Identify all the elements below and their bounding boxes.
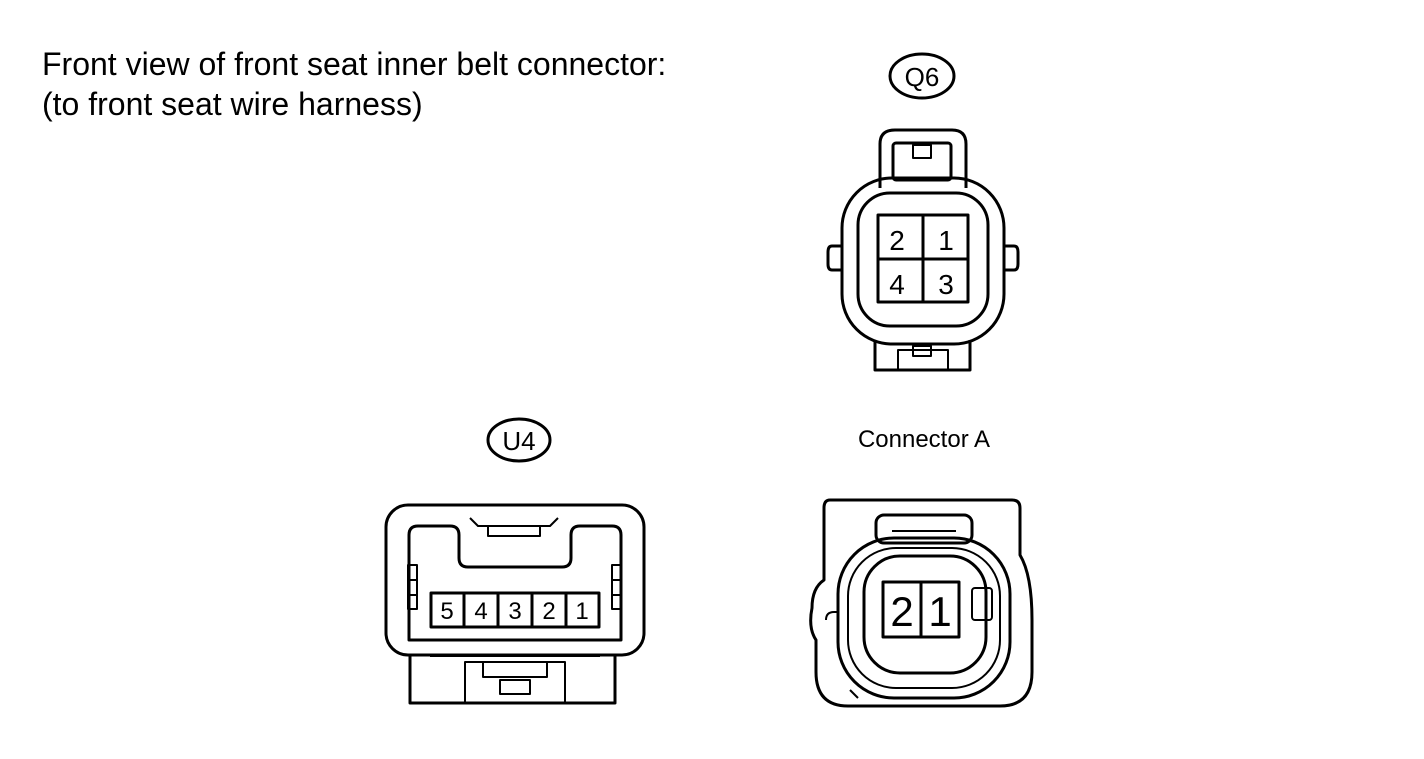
connector-a-bottom-notch bbox=[849, 689, 859, 699]
q6-left-ear bbox=[826, 244, 842, 272]
q6-pin-2: 2 bbox=[889, 225, 905, 256]
q6-top-latch-inner bbox=[891, 141, 953, 182]
connector-a-ring-1 bbox=[836, 536, 1012, 700]
diagram-title: Front view of front seat inner belt conn… bbox=[42, 44, 666, 124]
u4-code-label: U4 bbox=[502, 426, 535, 456]
u4-left-guide bbox=[407, 564, 418, 610]
u4-pin-2: 2 bbox=[542, 598, 555, 625]
connector-a: Connector A 2 1 bbox=[809, 426, 1034, 708]
u4-top-latch bbox=[469, 517, 559, 527]
u4-bottom-tab-lock bbox=[499, 679, 531, 695]
q6-pin-3: 3 bbox=[938, 269, 954, 300]
q6-top-latch-slot bbox=[912, 144, 932, 159]
connector-a-pin-1: 1 bbox=[928, 588, 951, 635]
q6-top-latch-outer bbox=[878, 128, 968, 188]
u4-pin-5: 5 bbox=[440, 598, 453, 625]
u4-bottom-tab bbox=[464, 661, 566, 704]
connector-a-top-latch bbox=[874, 513, 974, 545]
title-line-2: (to front seat wire harness) bbox=[42, 86, 423, 122]
q6-housing-outer bbox=[840, 176, 1006, 346]
connector-u4: U4 5 4 3 2 1 bbox=[384, 417, 646, 705]
u4-pin-1: 1 bbox=[575, 598, 588, 625]
connector-a-housing-outer bbox=[809, 498, 1034, 708]
connector-a-side-latch bbox=[971, 587, 993, 621]
connector-a-left-notch bbox=[825, 611, 838, 621]
q6-housing-inner bbox=[856, 191, 990, 328]
connector-a-pin-2: 2 bbox=[890, 588, 913, 635]
u4-pin-block bbox=[429, 591, 601, 629]
u4-top-latch-bar bbox=[487, 525, 541, 537]
connector-a-ring-3 bbox=[862, 554, 988, 675]
u4-bottom-tab-notch bbox=[482, 661, 548, 678]
q6-code-ellipse bbox=[888, 52, 956, 100]
q6-code-label: Q6 bbox=[905, 62, 940, 92]
connector-a-label: Connector A bbox=[858, 426, 990, 453]
q6-pin-4: 4 bbox=[889, 269, 905, 300]
q6-bottom-tab-lock bbox=[912, 345, 932, 357]
title-line-1: Front view of front seat inner belt conn… bbox=[42, 46, 667, 82]
u4-right-guide bbox=[611, 564, 622, 610]
u4-housing-inner bbox=[407, 524, 623, 642]
q6-right-ear bbox=[1004, 244, 1020, 272]
u4-pin-3: 3 bbox=[508, 598, 521, 625]
connector-a-ring-2 bbox=[847, 547, 1001, 689]
u4-pin-4: 4 bbox=[474, 598, 487, 625]
q6-pin-1: 1 bbox=[938, 225, 954, 256]
connector-q6: Q6 2 1 4 3 bbox=[826, 52, 1020, 372]
q6-bottom-tab-slot bbox=[897, 349, 949, 371]
u4-code-ellipse bbox=[486, 417, 552, 463]
